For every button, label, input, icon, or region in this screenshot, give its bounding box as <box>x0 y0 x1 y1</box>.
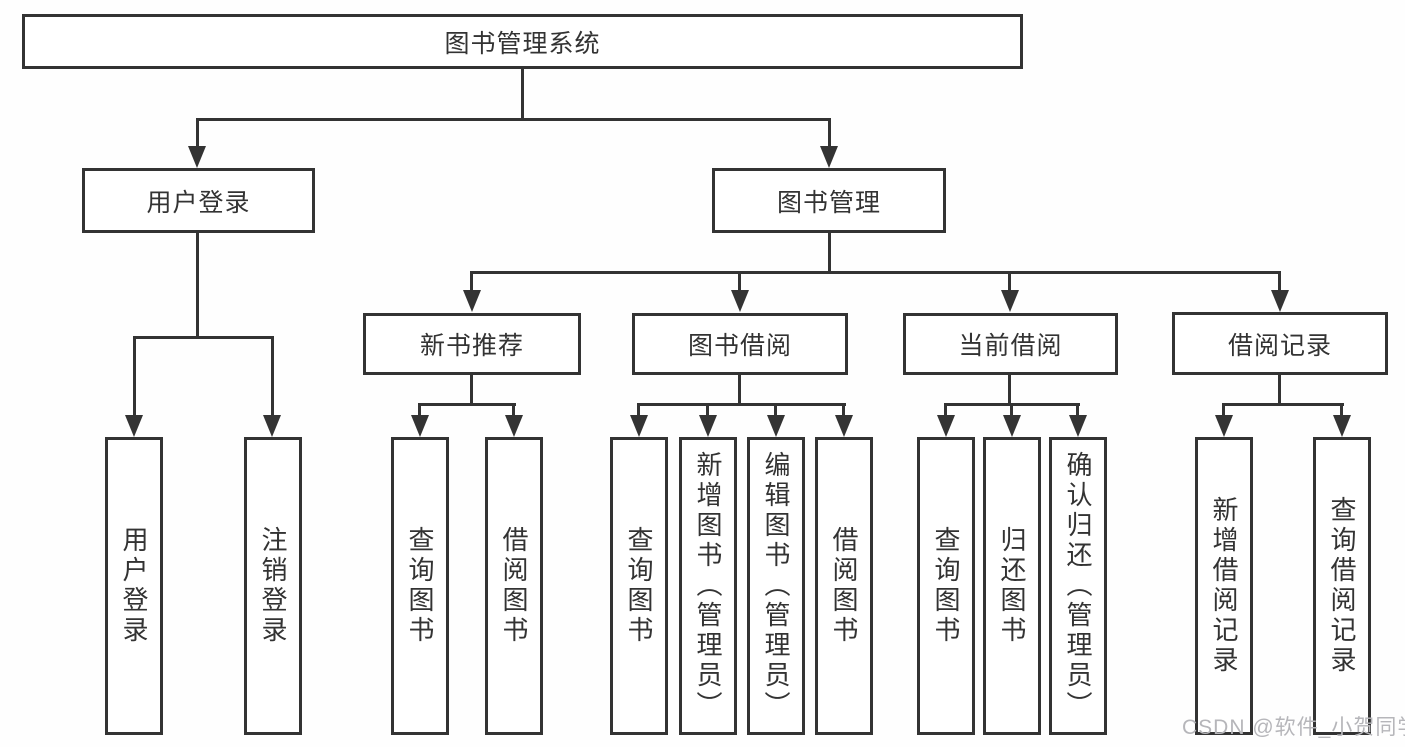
node-label: 编辑图书（管理员） <box>761 451 791 721</box>
node-leaf-user-login: 用户登录 <box>105 437 163 735</box>
connector-stem-current-borrow <box>1008 271 1011 291</box>
node-label: 查询图书 <box>624 526 654 646</box>
connector-new-book-trunk <box>470 374 473 404</box>
connector-stem-leaf <box>637 403 640 417</box>
arrowhead-leaf <box>1215 415 1233 437</box>
arrowhead-leaf <box>699 415 717 437</box>
node-label: 查询图书 <box>931 526 961 646</box>
arrowhead-leaf <box>835 415 853 437</box>
connector-borrow-records-trunk <box>1278 374 1281 404</box>
connector-user-login-trunk <box>196 232 199 336</box>
connector-new-book-bar <box>418 403 516 406</box>
connector-borrow-records-bar <box>1222 403 1344 406</box>
node-label: 新增图书（管理员） <box>693 451 723 721</box>
arrowhead-new-book <box>463 290 481 312</box>
node-label: 当前借阅 <box>958 332 1063 360</box>
connector-level2-bar <box>470 271 1281 274</box>
node-label: 借阅记录 <box>1227 331 1332 360</box>
node-leaf-query-books-borrow: 查询图书 <box>610 437 668 735</box>
connector-stem-leaf <box>1010 403 1013 417</box>
connector-user-login-bar <box>133 336 274 339</box>
connector-stem-leaf <box>774 403 777 417</box>
connector-stem-user-login <box>196 118 199 148</box>
node-label: 图书管理系统 <box>444 29 601 58</box>
node-current-borrowing: 当前借阅 <box>903 313 1118 375</box>
node-label: 注销登录 <box>258 526 288 646</box>
node-leaf-borrow-books-recommend: 借阅图书 <box>485 437 543 735</box>
connector-stem-leaf-user-login <box>133 336 136 416</box>
connector-stem-leaf <box>1340 403 1343 417</box>
node-leaf-query-books-recommend: 查询图书 <box>391 437 449 735</box>
connector-stem-leaf <box>1076 403 1079 417</box>
node-label: 借阅图书 <box>499 526 529 646</box>
node-leaf-logout: 注销登录 <box>244 437 302 735</box>
node-leaf-borrow-books: 借阅图书 <box>815 437 873 735</box>
node-borrowing-records: 借阅记录 <box>1172 312 1388 375</box>
connector-stem-leaf <box>418 403 421 417</box>
arrowhead-book-management <box>820 146 838 168</box>
node-label: 查询借阅记录 <box>1327 496 1357 676</box>
node-label: 查询图书 <box>405 526 435 646</box>
connector-root-trunk <box>521 66 524 118</box>
connector-stem-new-book <box>470 271 473 291</box>
arrowhead-leaf <box>1333 415 1351 437</box>
node-label: 归还图书 <box>997 526 1027 646</box>
arrowhead-leaf <box>1069 415 1087 437</box>
node-label: 图书借阅 <box>687 332 792 360</box>
node-label: 借阅图书 <box>829 526 859 646</box>
connector-level1-bar <box>196 118 831 121</box>
connector-stem-leaf <box>1222 403 1225 417</box>
node-label: 新增借阅记录 <box>1209 496 1239 676</box>
node-label: 用户登录 <box>146 188 251 217</box>
watermark-text: CSDN @软件_小贺同学 <box>1182 716 1405 739</box>
node-leaf-return-books: 归还图书 <box>983 437 1041 735</box>
connector-stem-leaf-logout <box>271 336 274 416</box>
node-label: 图书管理 <box>776 188 881 217</box>
node-book-borrowing: 图书借阅 <box>632 313 848 375</box>
connector-stem-leaf <box>944 403 947 417</box>
arrowhead-leaf <box>937 415 955 437</box>
arrowhead-leaf <box>1003 415 1021 437</box>
arrowhead-borrow-records <box>1271 290 1289 312</box>
connector-stem-borrow-records <box>1278 271 1281 291</box>
arrowhead-leaf-user-login <box>125 415 143 437</box>
connector-stem-book-borrow <box>738 271 741 291</box>
arrowhead-leaf <box>767 415 785 437</box>
connector-book-borrow-trunk <box>738 374 741 404</box>
connector-current-borrow-trunk <box>1008 374 1011 404</box>
connector-stem-leaf <box>512 403 515 417</box>
node-leaf-query-books-current: 查询图书 <box>917 437 975 735</box>
arrowhead-leaf <box>505 415 523 437</box>
connector-stem-leaf <box>706 403 709 417</box>
connector-stem-leaf <box>842 403 845 417</box>
node-user-login: 用户登录 <box>82 168 315 233</box>
node-label: 确认归还（管理员） <box>1063 451 1093 721</box>
arrowhead-book-borrow <box>731 290 749 312</box>
arrowhead-leaf <box>630 415 648 437</box>
node-label: 用户登录 <box>119 526 149 646</box>
arrowhead-user-login <box>188 146 206 168</box>
arrowhead-leaf <box>411 415 429 437</box>
node-leaf-query-borrow-record: 查询借阅记录 <box>1313 437 1371 735</box>
connector-book-management-trunk <box>828 232 831 271</box>
arrowhead-leaf-logout <box>263 415 281 437</box>
arrowhead-current-borrow <box>1001 290 1019 312</box>
node-new-book-recommendation: 新书推荐 <box>363 313 581 375</box>
node-label: 新书推荐 <box>419 332 524 360</box>
node-leaf-add-borrow-record: 新增借阅记录 <box>1195 437 1253 735</box>
node-book-management: 图书管理 <box>712 168 946 233</box>
connector-stem-book-management <box>828 118 831 148</box>
node-library-management-system: 图书管理系统 <box>22 14 1023 69</box>
node-leaf-confirm-return-admin: 确认归还（管理员） <box>1049 437 1107 735</box>
node-leaf-edit-books-admin: 编辑图书（管理员） <box>747 437 805 735</box>
connector-book-borrow-bar <box>637 403 846 406</box>
node-leaf-add-books-admin: 新增图书（管理员） <box>679 437 737 735</box>
